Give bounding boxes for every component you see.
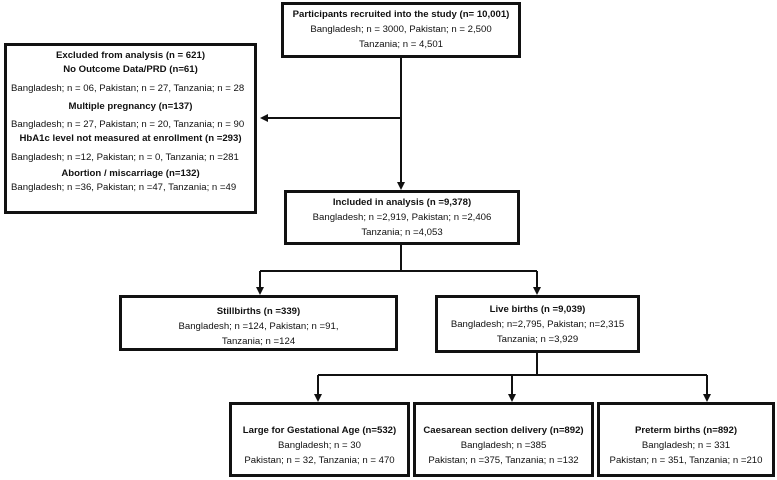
recruited-box: Participants recruited into the study (n… <box>281 2 521 58</box>
caesarean-line-1: Bangladesh; n =385 <box>460 440 547 451</box>
excluded-title: Excluded from analysis (n = 621) <box>55 50 206 61</box>
preterm-title: Preterm births (n=892) <box>634 425 738 436</box>
livebirths-title: Live births (n =9,039) <box>489 304 586 315</box>
included-title: Included in analysis (n =9,378) <box>332 197 472 208</box>
preterm-line-2: Pakistan; n = 351, Tanzania; n =210 <box>609 455 763 466</box>
multiple-title: Multiple pregnancy (n=137) <box>68 100 193 112</box>
abortion-title: Abortion / miscarriage (n=132) <box>61 168 200 180</box>
no-outcome-title: No Outcome Data/PRD (n=61) <box>63 64 198 76</box>
lga-box: Large for Gestational Age (n=532) Bangla… <box>229 402 410 477</box>
included-line-1: Bangladesh; n =2,919, Pakistan; n =2,406 <box>312 212 492 223</box>
caesarean-box: Caesarean section delivery (n=892) Bangl… <box>413 402 594 477</box>
hba1c-title: HbA1c level not measured at enrollment (… <box>19 133 242 145</box>
no-outcome-line: Bangladesh; n = 06, Pakistan; n = 27, Ta… <box>11 82 245 94</box>
preterm-box: Preterm births (n=892) Bangladesh; n = 3… <box>597 402 775 477</box>
stillbirths-title: Stillbirths (n =339) <box>216 306 301 317</box>
livebirths-line-2: Tanzania; n =3,929 <box>496 334 579 345</box>
recruited-title: Participants recruited into the study (n… <box>292 9 510 20</box>
recruited-line-1: Bangladesh; n = 3000, Pakistan; n = 2,50… <box>310 24 492 35</box>
stillbirths-line-1: Bangladesh; n =124, Pakistan; n =91, <box>178 321 339 332</box>
stillbirths-line-2: Tanzania; n =124 <box>221 336 296 347</box>
lga-line-1: Bangladesh; n = 30 <box>278 440 361 451</box>
lga-line-2: Pakistan; n = 32, Tanzania; n = 470 <box>244 455 395 466</box>
lga-title: Large for Gestational Age (n=532) <box>242 425 397 436</box>
caesarean-line-2: Pakistan; n =375, Tanzania; n =132 <box>428 455 579 466</box>
livebirths-line-1: Bangladesh; n=2,795, Pakistan; n=2,315 <box>450 319 625 330</box>
caesarean-title: Caesarean section delivery (n=892) <box>423 425 584 436</box>
multiple-line: Bangladesh; n = 27, Pakistan; n = 20, Ta… <box>11 119 245 131</box>
stillbirths-box: Stillbirths (n =339) Bangladesh; n =124,… <box>119 295 398 351</box>
abortion-line: Bangladesh; n =36, Pakistan; n =47, Tanz… <box>11 182 237 194</box>
recruited-line-2: Tanzania; n = 4,501 <box>358 39 443 50</box>
included-line-2: Tanzania; n =4,053 <box>361 227 443 238</box>
hba1c-line: Bangladesh; n =12, Pakistan; n = 0, Tanz… <box>11 151 239 163</box>
preterm-line-1: Bangladesh; n = 331 <box>641 440 731 451</box>
included-box: Included in analysis (n =9,378) Banglade… <box>284 190 520 245</box>
excluded-box: Excluded from analysis (n = 621) No Outc… <box>4 43 257 214</box>
livebirths-box: Live births (n =9,039) Bangladesh; n=2,7… <box>435 295 640 353</box>
